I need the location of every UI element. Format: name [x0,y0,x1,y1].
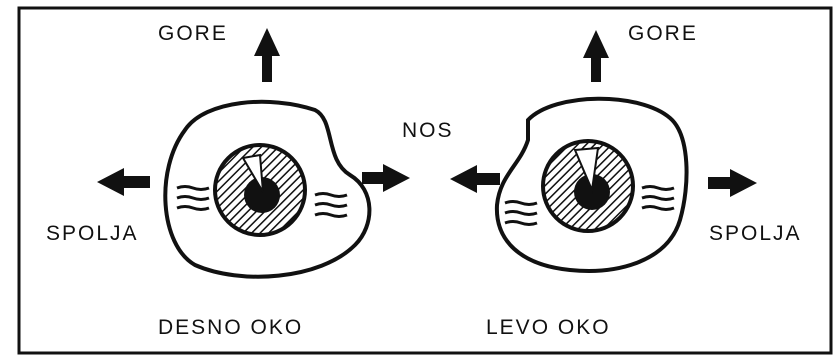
label-nose: NOS [402,119,454,143]
label-up-right-eye: GORE [158,22,228,46]
label-right-eye: DESNO OKO [158,316,303,340]
arrow-left-icon [97,168,150,196]
right-eye-icon [165,102,369,277]
arrow-left-icon [450,165,500,193]
left-eye-icon [497,99,687,271]
arrow-right-icon [362,164,410,192]
arrow-right-icon [708,169,757,197]
arrow-up-icon [254,28,280,82]
label-outward-right-eye: SPOLJA [46,222,139,246]
arrow-up-icon [583,30,609,82]
label-left-eye: LEVO OKO [486,316,611,340]
label-up-left-eye: GORE [628,22,698,46]
label-outward-left-eye: SPOLJA [709,222,802,246]
